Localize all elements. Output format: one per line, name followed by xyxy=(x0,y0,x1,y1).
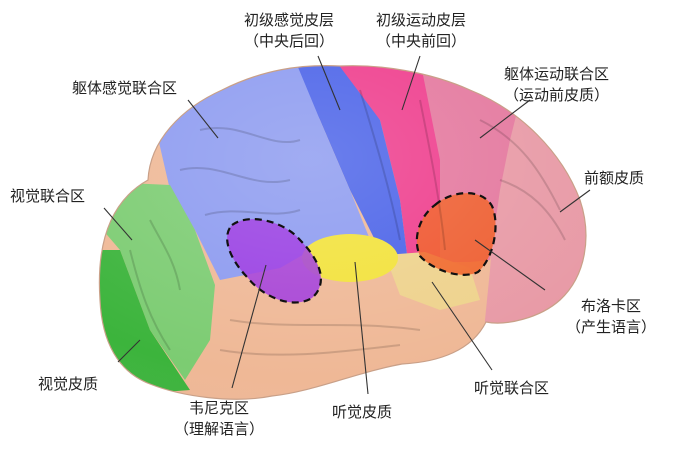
label-primary-somatosensory-line1: 初级感觉皮层 xyxy=(244,11,335,29)
label-somatomotor-association-line1: 躯体运动联合区 xyxy=(504,65,610,83)
wernicke-dashed-outline xyxy=(226,218,322,304)
label-visual-cortex: 视觉皮质 xyxy=(38,374,98,395)
label-primary-somatosensory-line2: （中央后回） xyxy=(244,32,335,50)
label-somatosensory-association-line1: 躯体感觉联合区 xyxy=(72,79,178,97)
label-somatosensory-association: 躯体感觉联合区 xyxy=(72,78,177,99)
label-wernicke-line1: 韦尼克区 xyxy=(189,399,250,417)
label-broca: 布洛卡区 （产生语言） xyxy=(566,296,656,338)
label-primary-somatosensory: 初级感觉皮层 （中央后回） xyxy=(244,10,334,52)
label-wernicke-line2: （理解语言） xyxy=(174,420,265,438)
label-visual-association: 视觉联合区 xyxy=(10,186,85,207)
label-auditory-cortex: 听觉皮质 xyxy=(332,402,392,423)
label-somatomotor-association: 躯体运动联合区 （运动前皮质） xyxy=(504,64,609,106)
leader-lines xyxy=(103,55,591,395)
brain-outline xyxy=(98,65,587,400)
label-broca-line2: （产生语言） xyxy=(566,318,657,336)
label-visual-association-line1: 视觉联合区 xyxy=(10,187,86,205)
label-auditory-association-line1: 听觉联合区 xyxy=(474,379,550,397)
label-visual-cortex-line1: 视觉皮质 xyxy=(38,375,99,393)
label-prefrontal: 前额皮质 xyxy=(584,168,644,189)
label-somatomotor-association-line2: （运动前皮质） xyxy=(504,86,610,104)
label-wernicke: 韦尼克区 （理解语言） xyxy=(174,398,264,440)
label-auditory-association: 听觉联合区 xyxy=(474,378,549,399)
label-broca-line1: 布洛卡区 xyxy=(581,297,642,315)
broca-dashed-outline xyxy=(415,192,497,276)
label-primary-motor: 初级运动皮层 （中央前回） xyxy=(376,10,466,52)
label-primary-motor-line1: 初级运动皮层 xyxy=(376,11,467,29)
label-auditory-cortex-line1: 听觉皮质 xyxy=(332,403,393,421)
label-prefrontal-line1: 前额皮质 xyxy=(584,169,645,187)
label-primary-motor-line2: （中央前回） xyxy=(376,32,467,50)
